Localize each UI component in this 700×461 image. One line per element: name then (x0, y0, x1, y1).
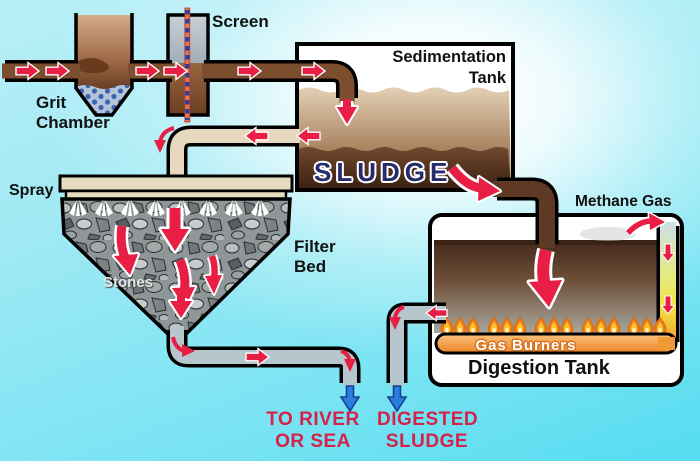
gas-burners-label: Gas Burners (475, 337, 577, 354)
digested-sludge-label: DIGESTED SLUDGE (377, 409, 479, 452)
spray-bar (58, 174, 294, 201)
return-pipe (166, 125, 300, 184)
sludge-label: SLUDGE (314, 157, 453, 187)
grit-chamber-label: Grit Chamber (36, 93, 110, 133)
sludge-pipe (493, 177, 559, 248)
digestion-tank-label: Digestion Tank (468, 357, 610, 379)
stones-label: Stones (103, 274, 154, 291)
screen-label: Screen (212, 12, 269, 31)
spray-label: Spray (9, 182, 54, 199)
gas-burner-tube (434, 332, 678, 355)
blue-arrow-sludge (387, 385, 407, 412)
blue-arrow-river (340, 385, 360, 412)
digestion-tank (428, 213, 684, 387)
burner-flames (440, 316, 667, 335)
flow-arrows (15, 61, 676, 372)
sedimentation-tank (295, 42, 515, 192)
screen-mesh (184, 7, 191, 123)
to-river-or-sea-label: TO RIVER OR SEA (266, 409, 360, 452)
methane-gas-label: Methane Gas (575, 193, 672, 210)
sedimentation-tank-label: Sedimentation Tank (392, 48, 506, 88)
filter-bed-label: Filter Bed (294, 237, 336, 277)
